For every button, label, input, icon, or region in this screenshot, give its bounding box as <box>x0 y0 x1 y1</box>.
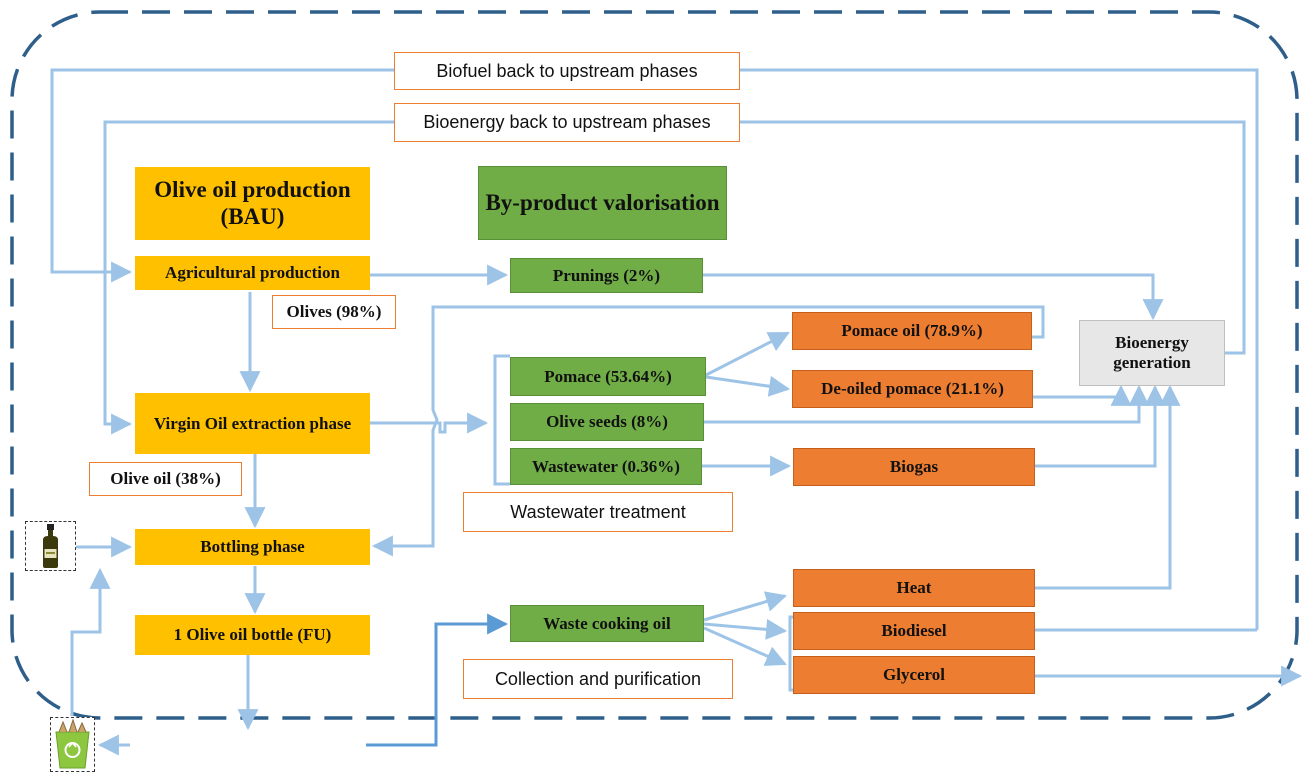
byproduct-valorisation-header-text: By-product valorisation <box>485 189 720 215</box>
bioenergy-back-text: Bioenergy back to upstream phases <box>423 112 711 132</box>
biofuel-loop-arrow <box>50 68 1259 630</box>
bioenergy-generation-text: Bioenergy generation <box>1113 333 1191 372</box>
pomace-box[interactable]: Pomace (53.64%) <box>510 357 706 396</box>
collection-purification-label: Collection and purification <box>463 659 733 699</box>
wco-to-heat-arrow <box>703 591 788 622</box>
wco-input-arrow <box>366 613 509 747</box>
wastewater-text: Wastewater (0.36%) <box>532 456 680 476</box>
bottling-phase-text: Bottling phase <box>200 537 305 557</box>
prunings-to-bioenergy-arrow <box>703 273 1164 321</box>
heat-box[interactable]: Heat <box>793 569 1035 607</box>
wastewater-box[interactable]: Wastewater (0.36%) <box>510 448 702 485</box>
biodiesel-box[interactable]: Biodiesel <box>793 612 1035 650</box>
heat-to-bioenergy-arrow <box>1035 384 1181 590</box>
bioenergy-back-label: Bioenergy back to upstream phases <box>394 103 740 142</box>
olive-oil-production-header: Olive oil production (BAU) <box>135 167 370 240</box>
fu-box[interactable]: 1 Olive oil bottle (FU) <box>135 615 370 655</box>
pomace-text: Pomace (53.64%) <box>544 366 672 386</box>
wco-to-biodiesel-arrow <box>703 618 788 640</box>
prunings-box[interactable]: Prunings (2%) <box>510 258 703 293</box>
olives-label: Olives (98%) <box>272 295 396 329</box>
biodiesel-text: Biodiesel <box>881 621 947 641</box>
biogas-text: Biogas <box>889 457 939 477</box>
heat-text: Heat <box>896 578 932 598</box>
pomace-oil-text: Pomace oil (78.9%) <box>841 321 983 341</box>
system-boundary <box>10 10 1299 720</box>
olive-seeds-box[interactable]: Olive seeds (8%) <box>510 403 704 441</box>
olives-text: Olives (98%) <box>286 302 382 321</box>
pomace-to-deoiled-arrow <box>705 375 791 397</box>
wastewater-treatment-text: Wastewater treatment <box>510 501 686 522</box>
pomace-oil-box[interactable]: Pomace oil (78.9%) <box>792 312 1032 350</box>
olive-oil-text: Olive oil (38%) <box>110 469 221 488</box>
biogas-box[interactable]: Biogas <box>793 448 1035 486</box>
deoiled-pomace-text: De-oiled pomace (21.1%) <box>821 379 1004 399</box>
agricultural-production-text: Agricultural production <box>165 263 340 283</box>
fu-text: 1 Olive oil bottle (FU) <box>173 625 332 645</box>
virgin-to-byproducts-arrow <box>370 412 489 434</box>
bioenergy-generation-box[interactable]: Bioenergy generation <box>1079 320 1225 386</box>
deoiled-to-bioenergy-arrow <box>1033 384 1132 406</box>
bottling-phase-box[interactable]: Bottling phase <box>135 529 370 565</box>
wco-to-glycerol-arrow <box>703 626 787 666</box>
virgin-oil-extraction-box[interactable]: Virgin Oil extraction phase <box>135 393 370 454</box>
deoiled-pomace-box[interactable]: De-oiled pomace (21.1%) <box>792 370 1033 408</box>
byproduct-valorisation-header: By-product valorisation <box>478 166 727 240</box>
agricultural-production-box[interactable]: Agricultural production <box>135 256 370 290</box>
byproducts-bracket <box>493 354 510 486</box>
glycerol-text: Glycerol <box>883 665 945 685</box>
waste-cooking-oil-box[interactable]: Waste cooking oil <box>510 605 704 642</box>
biofuel-back-text: Biofuel back to upstream phases <box>436 60 698 81</box>
virgin-oil-extraction-text: Virgin Oil extraction phase <box>153 413 352 433</box>
biofuel-back-label: Biofuel back to upstream phases <box>394 52 740 90</box>
recycle-bin-icon <box>50 717 95 772</box>
olive-oil-bottle-icon <box>25 521 76 571</box>
pomace-to-pomaceoil-arrow <box>705 331 790 377</box>
wastewater-treatment-label: Wastewater treatment <box>463 492 733 532</box>
biogas-to-bioenergy-arrow <box>1035 384 1166 468</box>
recycle-to-bottling-arrow <box>70 567 111 716</box>
prunings-text: Prunings (2%) <box>552 265 661 285</box>
collection-purification-text: Collection and purification <box>494 668 702 689</box>
pomace-oil-return-arrow <box>371 305 1045 557</box>
glycerol-box[interactable]: Glycerol <box>793 656 1035 694</box>
olive-seeds-text: Olive seeds (8%) <box>546 412 668 432</box>
olive-oil-production-header-text: Olive oil production (BAU) <box>154 177 351 229</box>
seeds-to-bioenergy-arrow <box>704 384 1150 424</box>
olive-oil-label: Olive oil (38%) <box>89 462 242 496</box>
waste-cooking-oil-text: Waste cooking oil <box>543 613 671 633</box>
